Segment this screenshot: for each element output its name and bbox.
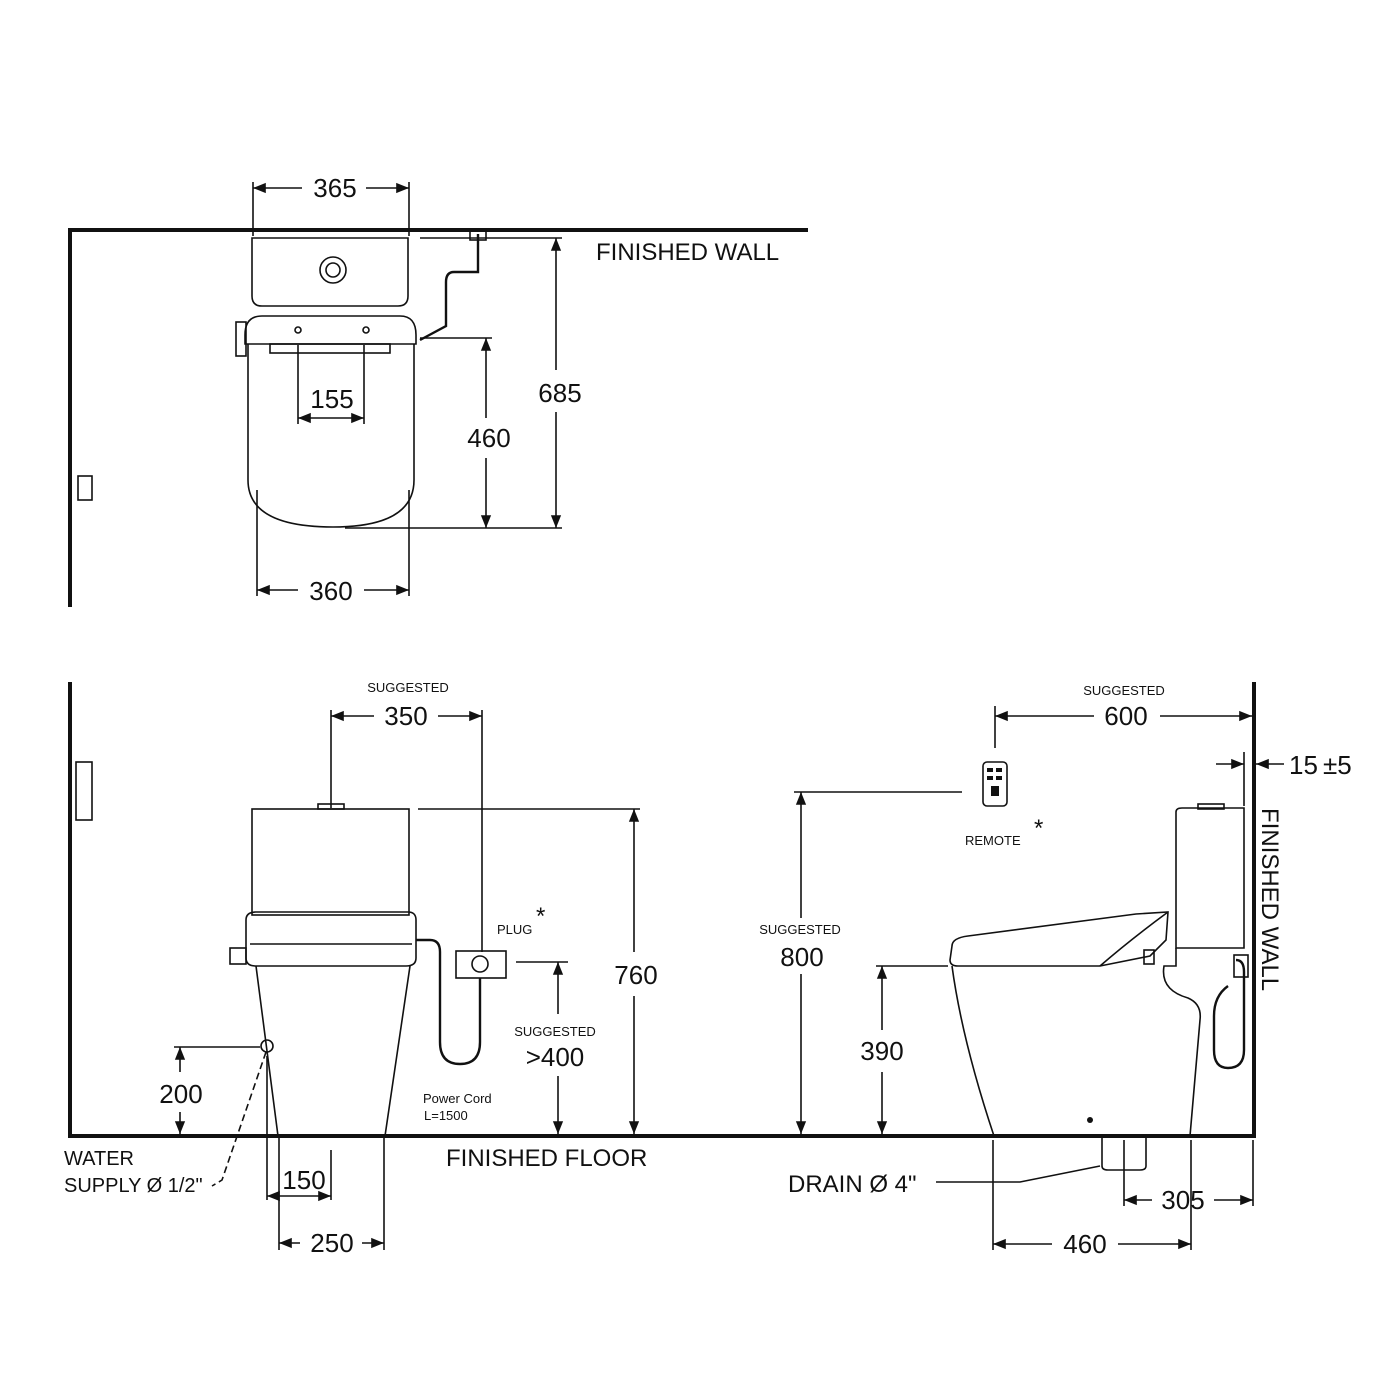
seat-bolt-left xyxy=(294,326,302,334)
dim-685-value: 685 xyxy=(538,378,581,408)
drain-label: DRAIN Ø 4" xyxy=(788,1171,917,1198)
dim-350-value: 350 xyxy=(384,701,427,731)
tank-top-outline xyxy=(251,237,409,307)
dim-200-value: 200 xyxy=(159,1079,202,1109)
suggested-label-600: SUGGESTED xyxy=(1083,683,1165,698)
power-cord xyxy=(416,938,482,1066)
water-supply-point xyxy=(260,1039,274,1053)
wall-outlet-top xyxy=(77,475,93,501)
dim-400-value: >400 xyxy=(526,1042,585,1072)
top-view-wall-outline xyxy=(68,228,808,607)
dim-460b-value: 460 xyxy=(1063,1229,1106,1259)
dim-360-value: 360 xyxy=(309,576,352,606)
power-cord-length: L=1500 xyxy=(424,1108,468,1123)
dim-15-value: 15 xyxy=(1289,750,1318,780)
remote-btn-2 xyxy=(996,768,1002,772)
dim-800-value: 800 xyxy=(780,942,823,972)
suggested-label-400: SUGGESTED xyxy=(514,1024,596,1039)
seat-hinge-plate xyxy=(244,315,417,345)
supply-hose-side xyxy=(1212,958,1246,1070)
suggested-label-350: SUGGESTED xyxy=(367,680,449,695)
top-view: 365 FINISHED WALL 685 460 155 360 xyxy=(68,173,808,607)
remote-asterisk: * xyxy=(1034,815,1043,842)
pedestal-front xyxy=(255,965,411,1137)
flush-button-outer xyxy=(319,256,347,284)
seat-front xyxy=(245,911,417,967)
dim-150-value: 150 xyxy=(282,1165,325,1195)
side-knob-front xyxy=(229,947,247,965)
remote-btn-3 xyxy=(987,776,993,780)
water-label: WATER xyxy=(64,1148,134,1170)
dim-760-value: 760 xyxy=(614,960,657,990)
finished-floor-label: FINISHED FLOOR xyxy=(446,1145,647,1172)
supply-hose xyxy=(419,234,480,342)
dim-155-value: 155 xyxy=(310,384,353,414)
finished-wall-label-top: FINISHED WALL xyxy=(596,239,779,266)
seat-lid-hinge xyxy=(1099,911,1169,967)
remote-body xyxy=(982,761,1008,807)
side-knob-side xyxy=(1143,949,1155,965)
power-cord-label: Power Cord xyxy=(423,1091,492,1106)
flush-button-side xyxy=(1197,803,1225,810)
wall-outlet-front xyxy=(75,761,93,821)
plug-socket-outlet xyxy=(471,955,489,973)
seat-outline-top xyxy=(247,344,415,528)
front-view: PLUG * Power Cord L=1500 SUGGESTED 350 7… xyxy=(64,680,1256,1258)
dim-305-value: 305 xyxy=(1161,1185,1204,1215)
dim-15-tolerance: ±5 xyxy=(1323,750,1352,780)
bowl-side xyxy=(951,948,1202,1137)
wall-valve xyxy=(469,229,487,241)
water-supply-leader xyxy=(211,1051,267,1187)
drain-mark xyxy=(1087,1117,1093,1123)
dim-365-value: 365 xyxy=(313,173,356,203)
dim-250-value: 250 xyxy=(310,1228,353,1258)
dim-600-value: 600 xyxy=(1104,701,1147,731)
plug-asterisk: * xyxy=(536,903,545,930)
tank-side xyxy=(1175,807,1245,949)
flush-button-inner xyxy=(325,262,341,278)
side-view: REMOTE * SUGGESTED 600 15 ±5 FINISHED WA… xyxy=(759,682,1352,1259)
finished-wall-label-side: FINISHED WALL xyxy=(1256,808,1283,991)
plug-socket xyxy=(455,950,507,979)
seat-hinge-bar xyxy=(269,343,391,354)
remote-btn-4 xyxy=(996,776,1002,780)
suggested-label-800: SUGGESTED xyxy=(759,922,841,937)
side-control-knob xyxy=(235,321,247,357)
wall-valve-side xyxy=(1233,954,1249,978)
tank-front xyxy=(251,808,410,916)
remote-btn-1 xyxy=(987,768,993,772)
remote-label: REMOTE xyxy=(965,833,1021,848)
dim-460-value: 460 xyxy=(467,423,510,453)
water-supply-label: SUPPLY Ø 1/2" xyxy=(64,1175,203,1197)
seat-bolt-right xyxy=(362,326,370,334)
seat-side xyxy=(949,911,1169,967)
plug-label: PLUG xyxy=(497,922,532,937)
dim-390-value: 390 xyxy=(860,1036,903,1066)
drain-leader xyxy=(936,1165,1101,1183)
remote-btn-5 xyxy=(991,786,999,796)
